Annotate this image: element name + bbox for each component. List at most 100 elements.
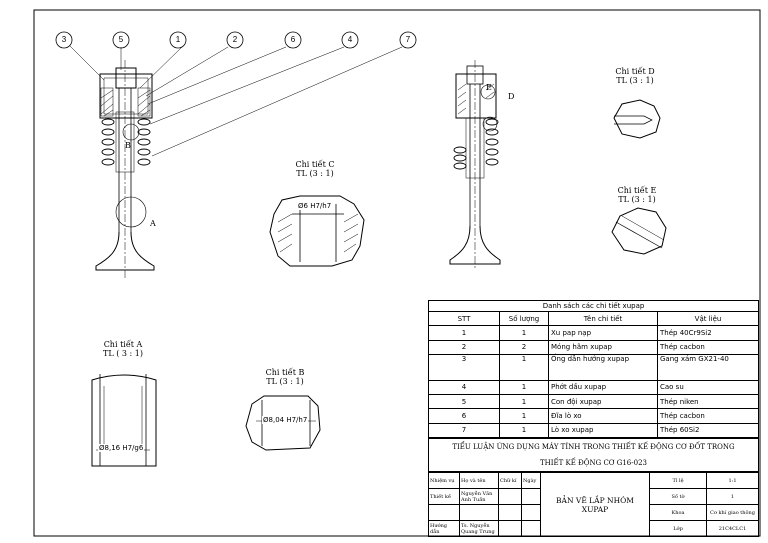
tb-class-label: Lớp bbox=[649, 520, 707, 537]
tb-advisor-name: Ts. Nguyễn Quang Trung bbox=[459, 520, 499, 537]
table-row: 2 2 Móng hãm xupap Thép cacbon bbox=[428, 339, 759, 355]
tb-scale-value: 1:1 bbox=[706, 472, 759, 489]
detail-d-caption: Chi tiết D TL (3 : 1) bbox=[600, 67, 670, 85]
sheet-border bbox=[33, 9, 761, 537]
table-row: 4 1 Phớt dầu xupap Cao su bbox=[428, 379, 759, 396]
tb-sheet-value: 1 bbox=[706, 488, 759, 505]
cell-stt: 2 bbox=[428, 339, 500, 355]
cell-stt: 4 bbox=[428, 379, 500, 396]
cell-stt: 5 bbox=[428, 394, 500, 410]
cell-qty: 2 bbox=[499, 339, 549, 355]
tb-empty-role bbox=[428, 504, 460, 521]
detail-e-scale: TL (3 : 1) bbox=[618, 195, 656, 204]
valve-assembly-main bbox=[69, 45, 403, 278]
tb-sheet-label: Số tờ bbox=[649, 488, 707, 505]
project-subtitle: THIẾT KẾ ĐỘNG CƠ G16-023 bbox=[540, 459, 647, 467]
tb-advisor-sign bbox=[498, 520, 522, 537]
balloon-4: 4 bbox=[347, 35, 353, 44]
balloon-5: 5 bbox=[118, 35, 124, 44]
valve-assembly-section bbox=[449, 60, 501, 270]
project-title: TIỂU LUẬN ỨNG DỤNG MÁY TÍNH TRONG THIẾT … bbox=[452, 443, 735, 451]
balloon-3: 3 bbox=[61, 35, 67, 44]
detail-a-title: Chi tiết A bbox=[103, 340, 143, 349]
cell-qty: 1 bbox=[499, 422, 549, 439]
cell-material: Thép cacbon bbox=[657, 339, 759, 355]
cell-material: Thép 40Cr9Si2 bbox=[657, 325, 759, 341]
tb-col-name: Họ và tên bbox=[459, 472, 499, 489]
letter-e: E bbox=[486, 83, 492, 92]
detail-a-scale: TL ( 3 : 1) bbox=[103, 349, 143, 358]
cell-material: Thép niken bbox=[657, 394, 759, 410]
tb-designer-role: Thiết kế bbox=[428, 488, 460, 505]
detail-b-caption: Chi tiết B TL (3 : 1) bbox=[250, 368, 320, 386]
tb-col-role: Nhiệm vụ bbox=[428, 472, 460, 489]
title-block-heading: TIỂU LUẬN ỨNG DỤNG MÁY TÍNH TRONG THIẾT … bbox=[428, 438, 759, 472]
detail-e-drawing bbox=[611, 207, 667, 255]
parts-table-header: STT Số lượng Tên chi tiết Vật liệu bbox=[428, 310, 759, 327]
tb-advisor-role: Hướng dẫn bbox=[428, 520, 460, 537]
detail-b-title: Chi tiết B bbox=[265, 368, 305, 377]
cell-part-name: Móng hãm xupap bbox=[548, 339, 658, 355]
balloon-7: 7 bbox=[405, 35, 411, 44]
letter-a: A bbox=[150, 219, 156, 228]
balloon-2: 2 bbox=[232, 35, 238, 44]
balloon-6: 6 bbox=[290, 35, 296, 44]
table-row: 7 1 Lò xo xupap Thép 60Si2 bbox=[428, 422, 759, 439]
parts-table-caption: Danh sách các chi tiết xupap bbox=[428, 300, 759, 312]
table-row: 5 1 Con đội xupap Thép niken bbox=[428, 394, 759, 410]
tb-designer-name: Nguyễn Văn Anh Tuấn bbox=[459, 488, 499, 505]
cell-part-name: Xu pap nạp bbox=[548, 325, 658, 341]
tb-class-value: 21C4CLC1 bbox=[706, 520, 759, 537]
title-block: Nhiệm vụ Họ và tên Chữ kí Ngày BẢN VẼ LẮ… bbox=[428, 472, 759, 537]
detail-c-drawing bbox=[269, 195, 365, 267]
cell-stt: 6 bbox=[428, 408, 500, 424]
drawing-name: BẢN VẼ LẮP NHÓM XUPAP bbox=[540, 472, 650, 537]
tb-empty-sign bbox=[498, 504, 522, 521]
tb-empty-name bbox=[459, 504, 499, 521]
table-row: 1 1 Xu pap nạp Thép 40Cr9Si2 bbox=[428, 325, 759, 341]
detail-e-caption: Chi tiết E TL (3 : 1) bbox=[602, 186, 672, 204]
cell-qty: 1 bbox=[499, 379, 549, 396]
detail-d-title: Chi tiết D bbox=[615, 67, 655, 76]
detail-c-scale: TL (3 : 1) bbox=[296, 169, 334, 178]
tb-advisor-date bbox=[521, 520, 541, 537]
detail-b-scale: TL (3 : 1) bbox=[266, 377, 304, 386]
cell-material: Thép cacbon bbox=[657, 408, 759, 424]
cell-stt: 7 bbox=[428, 422, 500, 439]
cell-qty: 1 bbox=[499, 325, 549, 341]
tb-empty-date bbox=[521, 504, 541, 521]
detail-c-title: Chi tiết C bbox=[295, 160, 335, 169]
cell-stt: 3 bbox=[428, 353, 500, 381]
detail-a-caption: Chi tiết A TL ( 3 : 1) bbox=[88, 340, 158, 358]
header-part-name: Tên chi tiết bbox=[548, 310, 658, 327]
cell-material: Thép 60Si2 bbox=[657, 422, 759, 439]
cell-part-name: Phớt dầu xupap bbox=[548, 379, 658, 396]
header-qty: Số lượng bbox=[499, 310, 549, 327]
cell-part-name: Con đội xupap bbox=[548, 394, 658, 410]
tb-designer-sign bbox=[498, 488, 522, 505]
tb-faculty-label: Khoa bbox=[649, 504, 707, 521]
cell-qty: 1 bbox=[499, 353, 549, 381]
cell-stt: 1 bbox=[428, 325, 500, 341]
header-stt: STT bbox=[428, 310, 500, 327]
detail-d-drawing bbox=[613, 99, 661, 139]
cell-qty: 1 bbox=[499, 394, 549, 410]
balloon-circles bbox=[55, 31, 417, 49]
cell-part-name: Đĩa lò xo bbox=[548, 408, 658, 424]
parts-table: Danh sách các chi tiết xupap STT Số lượn… bbox=[428, 300, 759, 439]
cell-material: Gang xám GX21-40 bbox=[657, 353, 759, 381]
cell-part-name: Ống dẫn hướng xupap bbox=[548, 353, 658, 381]
detail-e-title: Chi tiết E bbox=[617, 186, 657, 195]
tb-faculty-value: Cơ khí giao thông bbox=[706, 504, 759, 521]
cell-qty: 1 bbox=[499, 408, 549, 424]
detail-a-dimension: Ø8,16 H7/g6 bbox=[98, 444, 145, 452]
header-material: Vật liệu bbox=[657, 310, 759, 327]
balloon-1: 1 bbox=[175, 35, 181, 44]
tb-scale-label: Tỉ lệ bbox=[649, 472, 707, 489]
detail-c-caption: Chi tiết C TL (3 : 1) bbox=[280, 160, 350, 178]
detail-c-dimension: Ø6 H7/h7 bbox=[297, 202, 333, 210]
tb-designer-date bbox=[521, 488, 541, 505]
detail-a-drawing bbox=[91, 374, 157, 467]
letter-b: B bbox=[125, 141, 131, 150]
